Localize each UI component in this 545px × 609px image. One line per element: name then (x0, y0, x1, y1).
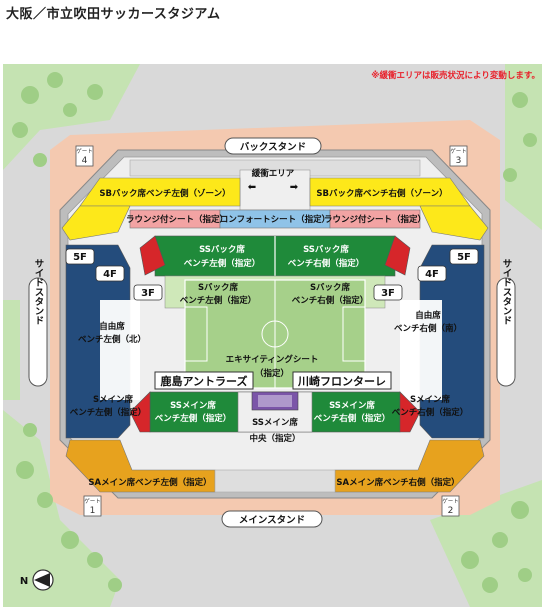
sb-left-label: SBバック席ベンチ左側（ゾーン） (99, 188, 230, 199)
s-back-left-label-2: ベンチ左側（指定） (180, 295, 257, 306)
main-stand-label: メインスタンド (239, 514, 305, 526)
gate-4: ゲート 4 (75, 145, 94, 167)
sa-right-zone (334, 439, 485, 493)
home-team-label: 鹿島アントラーズ (160, 374, 247, 388)
s-back-right-label-1: Sバック席 (310, 282, 351, 293)
ss-main-right-label-1: SSメイン席 (329, 400, 375, 411)
svg-text:ゲート: ゲート (442, 497, 459, 505)
svg-text:5F: 5F (457, 252, 471, 263)
s-main-left-label-1: Sメイン席 (93, 394, 134, 405)
buffer-area-label: 緩衝エリア (252, 168, 295, 179)
svg-text:2: 2 (448, 506, 454, 516)
free-left-label-1: 自由席 (99, 321, 125, 332)
svg-text:1: 1 (90, 506, 96, 516)
svg-text:3F: 3F (141, 288, 155, 299)
red-corner-nw (139, 235, 166, 276)
arrow-right-icon: ➡ (290, 182, 299, 193)
side-stand-left-label: サイドスタンド (33, 259, 45, 326)
buffer-note: ※緩衝エリアは販売状況により変動します。 (371, 70, 540, 81)
red-corner-sw (129, 391, 151, 433)
ss-back-left-label-1: SSバック席 (199, 244, 245, 255)
gate-2: ゲート 2 (441, 495, 460, 517)
free-left-box (100, 300, 140, 400)
yellow-corner-right (419, 205, 489, 241)
ss-back-right-label-1: SSバック席 (303, 244, 349, 255)
red-corner-ne (384, 235, 411, 276)
svg-text:4F: 4F (103, 269, 117, 280)
svg-text:ゲート: ゲート (76, 147, 93, 155)
sb-left-zone (79, 177, 241, 207)
gate-1: ゲート 1 (83, 495, 102, 517)
svg-text:3F: 3F (381, 288, 395, 299)
yellow-corner-left (61, 205, 131, 241)
trees (12, 72, 537, 593)
ss-main-left-label-2: ベンチ左側（指定） (155, 413, 232, 424)
compass-icon (32, 569, 54, 591)
main-center-rows (214, 469, 336, 493)
floor-badge-3f-right: 3F (373, 284, 403, 301)
ss-main-center-label-2: 中央（指定） (249, 433, 300, 444)
comfort-label: コンフォートシート（指定） (220, 214, 330, 225)
back-stand-label: バックスタンド (240, 141, 306, 153)
floor-badge-4f-left: 4F (95, 265, 125, 282)
exciting-label-2: （指定） (255, 368, 289, 379)
svg-text:4: 4 (82, 156, 88, 166)
ss-main-right-label-2: ベンチ右側（指定） (314, 413, 391, 424)
s-main-left-label-2: ベンチ左側（指定） (70, 407, 147, 418)
free-left-label-2: ベンチ左側（北） (78, 334, 146, 345)
svg-text:3: 3 (456, 156, 462, 166)
pitch-markings (184, 280, 366, 388)
svg-text:4F: 4F (425, 269, 439, 280)
red-corner-se (399, 391, 421, 433)
floor-badge-5f-right: 5F (449, 248, 479, 265)
away-team-label: 川崎フロンターレ (297, 374, 386, 388)
free-right-box (400, 300, 442, 400)
exciting-seat-zone (251, 391, 299, 411)
lounge-right-zone (329, 209, 421, 229)
side-stand-right-label: サイドスタンド (501, 259, 513, 326)
svg-text:ゲート: ゲート (84, 497, 101, 505)
lawn-west (3, 300, 20, 400)
svg-text:ゲート: ゲート (450, 147, 467, 155)
sa-right-label: SAメイン席ベンチ右側（指定） (336, 477, 459, 488)
floor-badge-5f-left: 5F (65, 248, 95, 265)
ss-back-right-label-2: ベンチ右側（指定） (288, 258, 365, 269)
compass-north-label: N (20, 576, 28, 587)
ss-back-left-label-2: ベンチ左側（指定） (184, 258, 261, 269)
exciting-label-1: エキサイティングシート (226, 354, 319, 365)
lounge-left-label: ラウンジ付シート（指定） (126, 214, 228, 225)
lounge-right-label: ラウンジ付シート（指定） (324, 214, 426, 225)
s-main-right-label-2: ベンチ右側（指定） (392, 407, 469, 418)
gate-3: ゲート 3 (449, 145, 468, 167)
buffer-area-zone (239, 169, 311, 211)
ss-main-left-label-1: SSメイン席 (170, 400, 216, 411)
free-right-label-2: ベンチ右側（南） (394, 323, 462, 334)
floor-badge-3f-left: 3F (133, 284, 163, 301)
s-main-right-label-1: Sメイン席 (410, 394, 451, 405)
svg-text:5F: 5F (73, 252, 87, 263)
page-title: 大阪／市立吹田サッカースタジアム (6, 7, 221, 22)
ss-main-center-label-1: SSメイン席 (252, 417, 298, 428)
arrow-left-icon: ⬅ (248, 182, 256, 193)
floor-badge-4f-right: 4F (417, 265, 447, 282)
s-back-left-label-1: Sバック席 (198, 282, 239, 293)
free-right-label-1: 自由席 (415, 310, 441, 321)
sb-right-label: SBバック席ベンチ右側（ゾーン） (316, 188, 447, 199)
sa-left-label: SAメイン席ベンチ左側（指定） (88, 477, 211, 488)
s-back-right-label-2: ベンチ右側（指定） (292, 295, 369, 306)
